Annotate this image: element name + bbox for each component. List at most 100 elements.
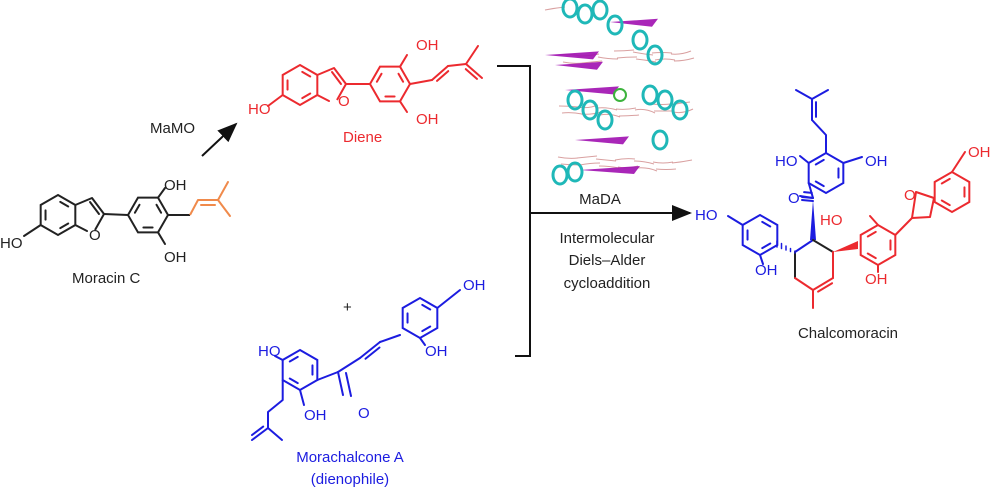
svg-text:OH: OH xyxy=(164,249,187,266)
bond xyxy=(817,282,834,293)
bond xyxy=(399,54,408,68)
bond xyxy=(251,425,265,436)
bond xyxy=(359,341,381,359)
bond xyxy=(814,158,825,166)
moracin-c-structure xyxy=(23,181,231,245)
bond xyxy=(799,155,810,164)
loop xyxy=(579,162,601,166)
bond xyxy=(331,71,342,85)
bond xyxy=(157,231,166,245)
svg-text:OH: OH xyxy=(968,144,991,161)
bond xyxy=(409,79,433,85)
bond-chain xyxy=(811,119,827,153)
loop xyxy=(614,158,636,161)
alpha-helix xyxy=(651,129,669,151)
bracket xyxy=(497,65,531,357)
loop xyxy=(671,159,693,164)
alpha-helix xyxy=(631,29,649,51)
bond xyxy=(397,72,405,83)
bond xyxy=(811,89,829,100)
svg-text:HO: HO xyxy=(695,207,718,224)
bond xyxy=(89,201,100,215)
beta-strand xyxy=(610,18,658,27)
svg-text:OH: OH xyxy=(304,407,327,424)
bond xyxy=(74,224,88,232)
loop xyxy=(613,49,635,52)
loop xyxy=(615,107,637,110)
svg-text:HO: HO xyxy=(820,212,843,229)
mamo-arrow xyxy=(201,122,238,157)
alpha-helix xyxy=(551,164,569,186)
svg-text:OH: OH xyxy=(463,277,486,294)
alpha-helix xyxy=(591,0,609,21)
loop xyxy=(634,108,656,114)
alpha-helix xyxy=(606,14,624,36)
beta-strand xyxy=(565,86,619,95)
loop xyxy=(672,108,694,114)
wedge-bond xyxy=(810,200,816,240)
chalcomoracin-label: Chalcomoracin xyxy=(798,325,898,342)
bond-chain xyxy=(316,67,347,101)
bond xyxy=(431,65,449,81)
bond xyxy=(337,371,344,396)
bond xyxy=(795,89,813,100)
chalcomoracin-structure xyxy=(727,89,971,309)
bond xyxy=(375,72,383,83)
diene-label: Diene xyxy=(343,129,382,146)
bond xyxy=(436,70,450,82)
bond xyxy=(803,191,813,194)
bond xyxy=(794,239,814,253)
bond xyxy=(866,230,877,238)
bond xyxy=(894,217,913,236)
alpha-helix xyxy=(596,109,614,131)
loop xyxy=(595,158,617,162)
svg-text:OH: OH xyxy=(164,177,187,194)
bond-chain xyxy=(189,199,199,216)
svg-text:O: O xyxy=(338,93,350,110)
bond xyxy=(812,239,834,253)
loop xyxy=(562,61,584,64)
bond xyxy=(288,377,299,385)
loop xyxy=(652,161,674,164)
alpha-helix xyxy=(581,99,599,121)
bond xyxy=(807,182,814,199)
bond xyxy=(814,180,825,188)
bond xyxy=(419,337,426,346)
diene-structure xyxy=(267,45,483,113)
bond xyxy=(465,45,479,65)
svg-text:O: O xyxy=(788,190,800,207)
bond xyxy=(217,181,229,201)
bond xyxy=(316,94,330,102)
bond xyxy=(869,215,879,226)
bond xyxy=(436,289,461,309)
svg-text:O: O xyxy=(89,227,101,244)
bond xyxy=(379,334,401,343)
svg-text:O: O xyxy=(358,405,370,422)
bond xyxy=(59,222,70,230)
bond xyxy=(155,203,163,214)
bond xyxy=(801,199,814,202)
dienophile-label: (dienophile) xyxy=(311,471,389,488)
plus-sign: + xyxy=(343,299,352,316)
bond xyxy=(940,177,951,185)
bond xyxy=(761,242,772,250)
bond-chain xyxy=(74,197,105,231)
bond xyxy=(812,277,834,291)
bond xyxy=(464,68,478,80)
svg-text:OH: OH xyxy=(755,262,778,279)
bond xyxy=(940,199,951,207)
loop xyxy=(557,156,579,159)
bond xyxy=(59,200,70,208)
alpha-helix xyxy=(646,44,664,66)
svg-text:HO: HO xyxy=(248,101,271,118)
bond xyxy=(794,277,814,291)
bond xyxy=(299,389,305,406)
loop xyxy=(597,56,619,60)
diene-atoms: HO O OH OH xyxy=(248,37,439,128)
beta-strand xyxy=(580,166,640,174)
bond xyxy=(251,427,269,441)
beta-strand xyxy=(575,136,629,145)
chalcomoracin-atoms: HO OH O HO OH HO OH O OH xyxy=(695,144,991,288)
loop xyxy=(581,60,603,64)
bond xyxy=(951,151,966,173)
